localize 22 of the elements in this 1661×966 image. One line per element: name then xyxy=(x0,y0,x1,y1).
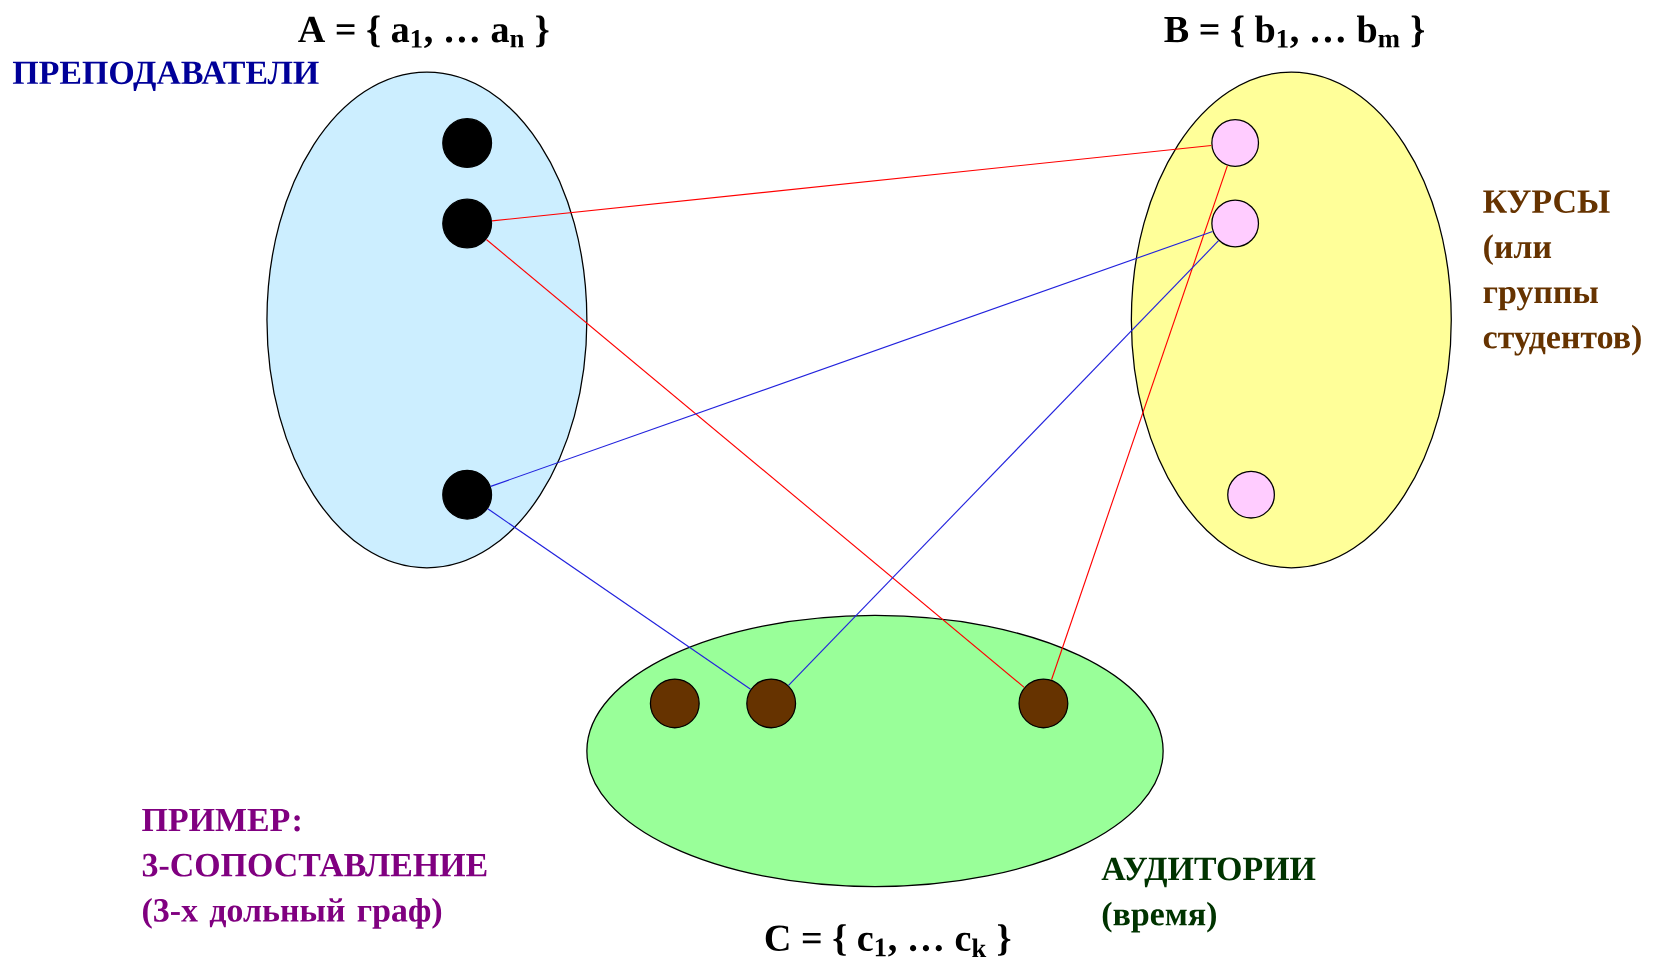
connecting-line xyxy=(487,508,752,690)
set-caption: АУДИТОРИИ (время) xyxy=(1101,857,1316,933)
connecting-line xyxy=(490,230,1214,487)
element-dot xyxy=(1018,678,1069,729)
element-dot xyxy=(442,469,493,520)
connecting-line xyxy=(491,144,1212,222)
set-heading: A = { a$_{1}$, … a$_{n}$ } xyxy=(298,15,549,48)
element-dot xyxy=(649,678,700,729)
set-caption: ПРЕПОДАВАТЕЛИ xyxy=(12,61,319,92)
element-dot xyxy=(1227,470,1275,519)
note-text: ПРИМЕР: 3-СОПОСТАВЛЕНИЕ (3-х дольный граф) xyxy=(142,808,487,929)
element-dot xyxy=(1211,199,1260,248)
element-dot xyxy=(1211,119,1260,167)
connecting-line xyxy=(788,240,1220,686)
connecting-line xyxy=(1050,165,1228,681)
element-dot xyxy=(746,678,797,729)
set-caption: КУРСЫ (или группы студентов) xyxy=(1483,190,1641,356)
set-heading: C = { c$_{1}$, … c$_{k}$ } xyxy=(765,924,1011,958)
set-heading: B = { b$_{1}$, … b$_{m}$ } xyxy=(1164,15,1424,48)
element-dot xyxy=(442,198,493,249)
connecting-line xyxy=(485,238,1025,688)
element-dot xyxy=(442,117,493,168)
